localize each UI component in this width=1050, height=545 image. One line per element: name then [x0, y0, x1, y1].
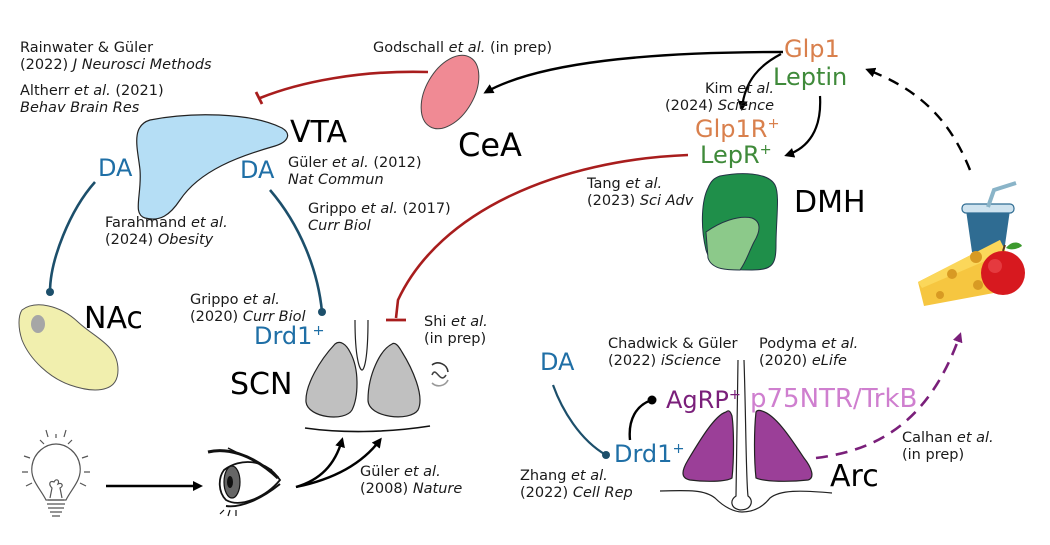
food-to-glp1-dashed-arrow — [865, 67, 972, 171]
ref-guler-2012: Güler et al. (2012) Nat Commun — [288, 155, 422, 188]
ref-tang: Tang et al. (2023) Sci Adv — [587, 176, 694, 209]
vta-to-nac-da — [48, 181, 96, 293]
inhibition-bar-vta — [254, 91, 264, 105]
ref-godschall: Godschall et al. (in prep) — [373, 40, 553, 56]
circadian-cycle-icon — [431, 362, 449, 387]
drd1-arc-plus: + — [672, 441, 685, 457]
agrp-label: AgRP+ — [666, 388, 741, 412]
ref-rainwater: Rainwater & Güler (2022) J Neurosci Meth… — [20, 40, 212, 73]
dmh-inner-region — [705, 216, 760, 271]
glp1-to-cea-arrow — [483, 50, 784, 94]
glp1r-plus: + — [767, 116, 780, 132]
da-label-arc: DA — [540, 348, 575, 376]
ref-calhan: Calhan et al. (in prep) — [902, 430, 994, 463]
drd1-scn-text: Drd1 — [254, 322, 313, 350]
scn-label: SCN — [230, 367, 293, 402]
glp1r-text: Glp1R — [695, 115, 768, 143]
ref-shi: Shi et al. (in prep) — [424, 314, 488, 347]
leptin-label: Leptin — [773, 63, 848, 91]
cea-label: CeA — [458, 126, 522, 164]
da-label-nac: DA — [98, 154, 133, 182]
agrp-dot — [647, 395, 657, 405]
arc-label: Arc — [830, 459, 879, 494]
eye-to-scn-arrow-2 — [295, 437, 382, 489]
eye-icon — [207, 447, 282, 517]
dmh-to-scn-inhibition — [394, 153, 689, 319]
vta-to-scn-da — [269, 189, 324, 313]
glp1-to-glp1r-arrow — [737, 53, 782, 111]
drd1-scn-label: Drd1+ — [254, 324, 325, 348]
scn-shape — [304, 319, 431, 433]
agrp-text: AgRP — [666, 386, 729, 414]
leptin-to-lepr-arrow — [784, 95, 822, 158]
ref-zhang: Zhang et al. (2022) Cell Rep — [520, 468, 633, 501]
glp1r-label: Glp1R+ — [695, 116, 780, 142]
nac-inner-spot — [31, 315, 45, 333]
ref-chadwick: Chadwick & Güler (2022) iScience — [608, 336, 738, 369]
ref-farahmand: Farahmand et al. (2024) Obesity — [105, 215, 228, 248]
food-icon — [918, 181, 1025, 306]
nac-label: NAc — [84, 301, 143, 336]
ref-kim: Kim et al. (2024) Science — [665, 81, 775, 114]
cea-shape — [420, 54, 480, 130]
drd1-arc-text: Drd1 — [614, 440, 673, 468]
lepr-plus: + — [759, 142, 772, 158]
ref-podyma: Podyma et al. (2020) eLife — [759, 336, 859, 369]
da-to-arc-drd1 — [551, 384, 607, 456]
nac-terminal-dot — [46, 288, 54, 296]
lepr-text: LepR — [700, 141, 760, 169]
p75-label: p75NTR/TrkB — [750, 384, 918, 414]
ref-grippo-2020: Grippo et al. (2020) Curr Biol — [190, 292, 306, 325]
dmh-label: DMH — [794, 185, 866, 220]
arc-drd1-dot — [602, 451, 610, 459]
da-label-scn: DA — [240, 156, 275, 184]
drd1-arc-label: Drd1+ — [614, 442, 685, 466]
arc-shape — [659, 359, 833, 513]
ref-grippo-2017: Grippo et al. (2017) Curr Biol — [308, 201, 451, 234]
vta-label: VTA — [290, 115, 348, 150]
cea-to-vta-inhibition — [259, 70, 429, 100]
agrp-plus: + — [728, 387, 741, 403]
drd1-scn-plus: + — [312, 323, 325, 339]
vta-shape — [136, 114, 289, 220]
lepr-label: LepR+ — [700, 142, 772, 168]
ref-guler-2008: Güler et al. (2008) Nature — [360, 464, 463, 497]
arc-to-food-dashed-arrow — [815, 332, 963, 460]
lightbulb-icon — [22, 429, 90, 517]
glp1-label: Glp1 — [784, 35, 840, 63]
drd1-to-agrp — [628, 398, 653, 441]
scn-terminal-dot — [318, 308, 326, 316]
ref-altherr: Altherr et al. (2021) Behav Brain Res — [20, 83, 164, 116]
